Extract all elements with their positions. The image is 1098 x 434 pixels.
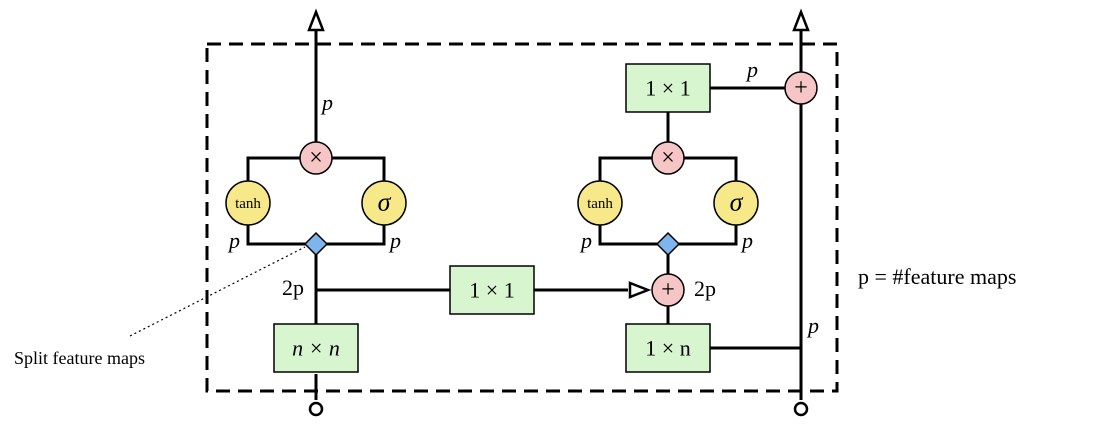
plus-op-middle-symbol: + [661, 277, 675, 303]
tanh-gate-left-label: tanh [235, 196, 261, 212]
vertical-input-node [308, 401, 324, 417]
label-2p-right: 2p [694, 276, 716, 301]
split-diamond-right [655, 231, 681, 257]
middle-arrow-head [628, 281, 652, 299]
label-p-left-tanh: p [227, 228, 240, 253]
conv-n-by-n-label: n × n [292, 336, 340, 361]
horizontal-stack: 1 × n + tanh σ × 1 × 1 [577, 63, 786, 373]
vertical-output-arrow [307, 8, 325, 32]
split-diamond-left [303, 231, 329, 257]
multiply-op-right-symbol: × [661, 145, 675, 171]
sigma-gate-right-label: σ [730, 188, 744, 217]
plus-op-residual-symbol: + [794, 75, 808, 101]
conv-1x1-top-box [625, 63, 711, 113]
label-p-right-sigma: p [740, 228, 753, 253]
label-p-right-residual: p [806, 313, 819, 338]
horizontal-residual: + [710, 8, 818, 417]
legend-text: p = #feature maps [858, 264, 1016, 289]
conv-1x1-middle-label: 1 × 1 [469, 278, 514, 303]
label-p-left-sigma: p [388, 228, 401, 253]
sigma-gate-left-label: σ [378, 188, 392, 217]
conv-1x1-top-label: 1 × 1 [645, 76, 690, 101]
conv-1-by-n-box [625, 323, 711, 373]
tanh-gate-right-label: tanh [587, 196, 613, 212]
vertical-stack: n × n tanh σ × [225, 8, 450, 417]
label-2p-left: 2p [282, 275, 304, 300]
horizontal-output-arrow [792, 8, 810, 32]
label-p-right-tanh: p [579, 228, 592, 253]
multiply-op-left-symbol: × [309, 145, 323, 171]
split-annotation-text: Split feature maps [14, 348, 145, 368]
label-p-left-output: p [320, 90, 333, 115]
label-p-top-right: p [745, 57, 758, 82]
split-annotation-line [129, 246, 306, 337]
horizontal-input-node [793, 401, 809, 417]
block-boundary [205, 42, 839, 393]
conv-1-by-n-label: 1 × n [645, 336, 690, 361]
